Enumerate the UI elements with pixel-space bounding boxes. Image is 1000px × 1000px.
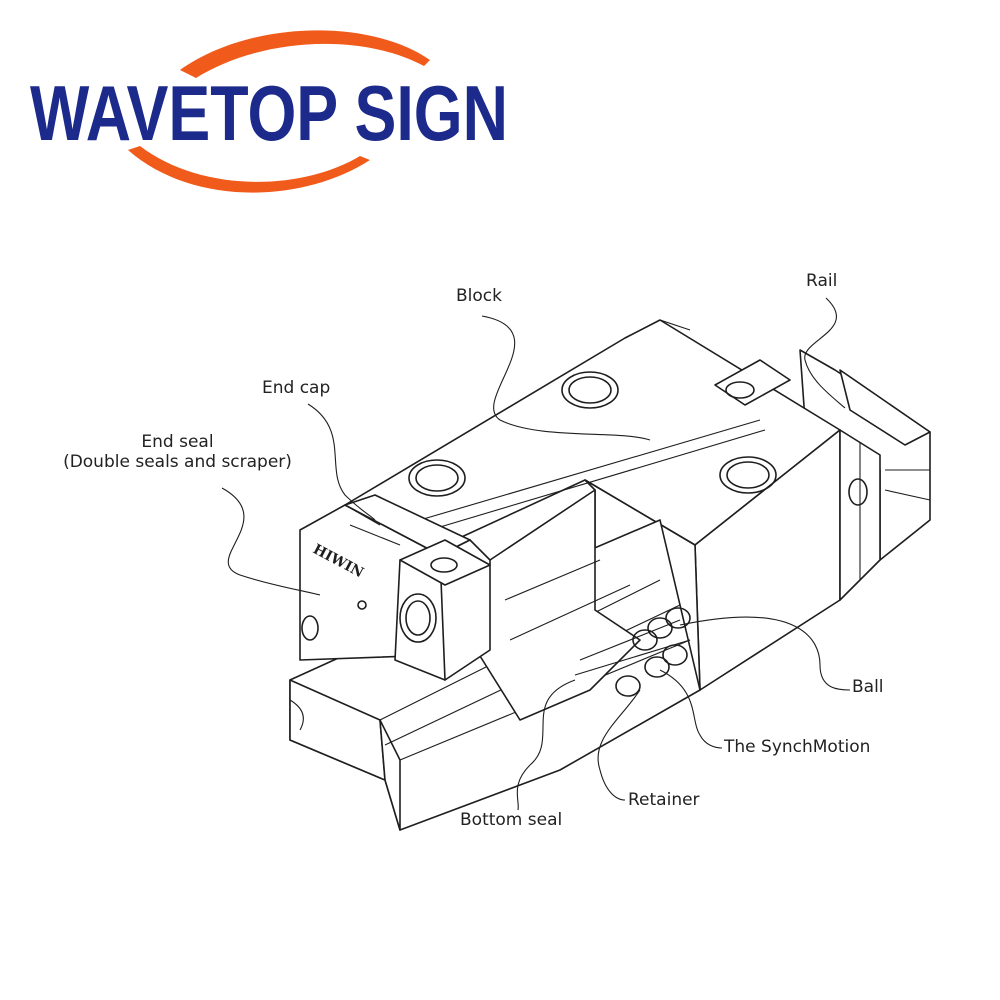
wavetop-sign-logo: WAVETOP SIGN (30, 30, 508, 193)
label-block: Block (456, 286, 502, 306)
leader-ball (679, 616, 851, 691)
leader-synchmotion (659, 669, 723, 749)
end-cap-rear (714, 359, 881, 601)
label-end-seal: End seal (Double seals and scraper) (40, 432, 315, 473)
leader-end-cap (307, 403, 376, 521)
label-synchmotion: The SynchMotion (724, 737, 871, 757)
label-end-cap: End cap (262, 378, 331, 398)
mounting-holes (408, 371, 777, 497)
leader-bottom-seal (516, 679, 576, 811)
leader-end-seal (221, 487, 321, 596)
ball-chain (469, 489, 691, 721)
leader-block (481, 315, 651, 441)
label-rail: Rail (806, 271, 838, 291)
label-retainer: Retainer (628, 790, 700, 810)
logo-text: WAVETOP SIGN (30, 69, 508, 157)
leader-lines (221, 297, 851, 811)
label-bottom-seal: Bottom seal (460, 810, 563, 830)
leader-retainer (597, 689, 641, 801)
end-cap-front (344, 504, 491, 681)
logo-swoosh-bottom (128, 146, 370, 193)
label-end-seal-line1: End seal (141, 432, 214, 452)
leader-rail (804, 297, 846, 409)
label-end-seal-line2: (Double seals and scraper) (63, 452, 292, 473)
label-ball: Ball (852, 677, 884, 697)
logo-swoosh-top (180, 30, 430, 78)
